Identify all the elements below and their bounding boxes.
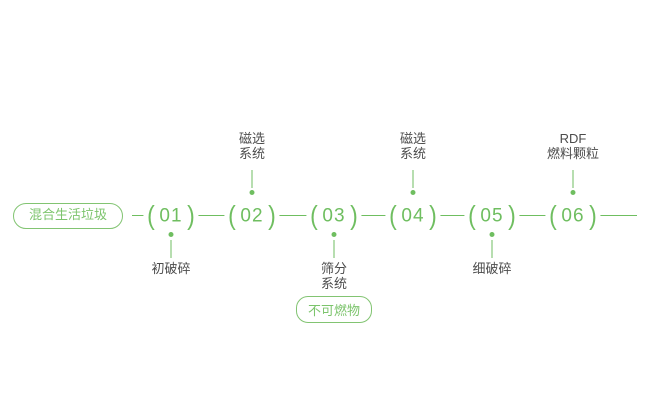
bracket-left-icon: ( [389, 200, 397, 231]
bracket-right-icon: ) [589, 200, 597, 231]
timeline-line [132, 215, 637, 216]
connector-line [491, 240, 493, 258]
step-number: 02 [240, 205, 264, 226]
connector-dot-icon [249, 190, 255, 195]
connector-dot-icon [410, 190, 416, 195]
connector-line [170, 240, 172, 258]
bracket-left-icon: ( [549, 200, 557, 231]
bracket-left-icon: ( [310, 200, 318, 231]
step-node: ( 04 ) [385, 200, 441, 231]
connector-dot-icon [489, 232, 495, 237]
step-label: 细破碎 [472, 261, 512, 276]
step-label: 筛分 系统 [320, 261, 347, 292]
bracket-right-icon: ) [350, 200, 358, 231]
connector-dot-icon [168, 232, 174, 237]
timeline-step-02: ( 02 ) 磁选 系统 [192, 120, 312, 335]
timeline-step-04: ( 04 ) 磁选 系统 [353, 120, 473, 335]
connector-line [572, 170, 574, 188]
timeline-step-05: ( 05 ) 细破碎 [432, 120, 552, 335]
bracket-right-icon: ) [508, 200, 516, 231]
timeline-step-01: ( 01 ) 初破碎 [111, 120, 231, 335]
connector-dot-icon [331, 232, 337, 237]
connector-line [333, 240, 335, 258]
step-node: ( 01 ) [143, 200, 199, 231]
step-number: 01 [159, 205, 183, 226]
output-pill: 不可燃物 [295, 296, 373, 323]
step-number: 05 [480, 205, 504, 226]
step-number: 03 [322, 205, 346, 226]
timeline-step-06: ( 06 ) RDF 燃料颗粒 [513, 120, 633, 335]
step-node: ( 05 ) [464, 200, 520, 231]
bracket-right-icon: ) [268, 200, 276, 231]
step-node: ( 03 ) [306, 200, 362, 231]
bracket-left-icon: ( [468, 200, 476, 231]
connector-dot-icon [570, 190, 576, 195]
start-pill: 混合生活垃圾 [13, 203, 124, 229]
step-label: 磁选 系统 [399, 131, 426, 162]
bracket-left-icon: ( [228, 200, 236, 231]
step-number: 04 [401, 205, 425, 226]
bracket-left-icon: ( [147, 200, 155, 231]
step-label: 磁选 系统 [238, 131, 265, 162]
connector-line [412, 170, 414, 188]
step-node: ( 06 ) [545, 200, 601, 231]
step-number: 06 [561, 205, 585, 226]
timeline-step-03: ( 03 ) 筛分 系统 不可燃物 [274, 120, 394, 335]
step-node: ( 02 ) [224, 200, 280, 231]
step-label: RDF 燃料颗粒 [546, 131, 599, 162]
step-label: 初破碎 [151, 261, 191, 276]
connector-line [251, 170, 253, 188]
bracket-right-icon: ) [187, 200, 195, 231]
bracket-right-icon: ) [429, 200, 437, 231]
